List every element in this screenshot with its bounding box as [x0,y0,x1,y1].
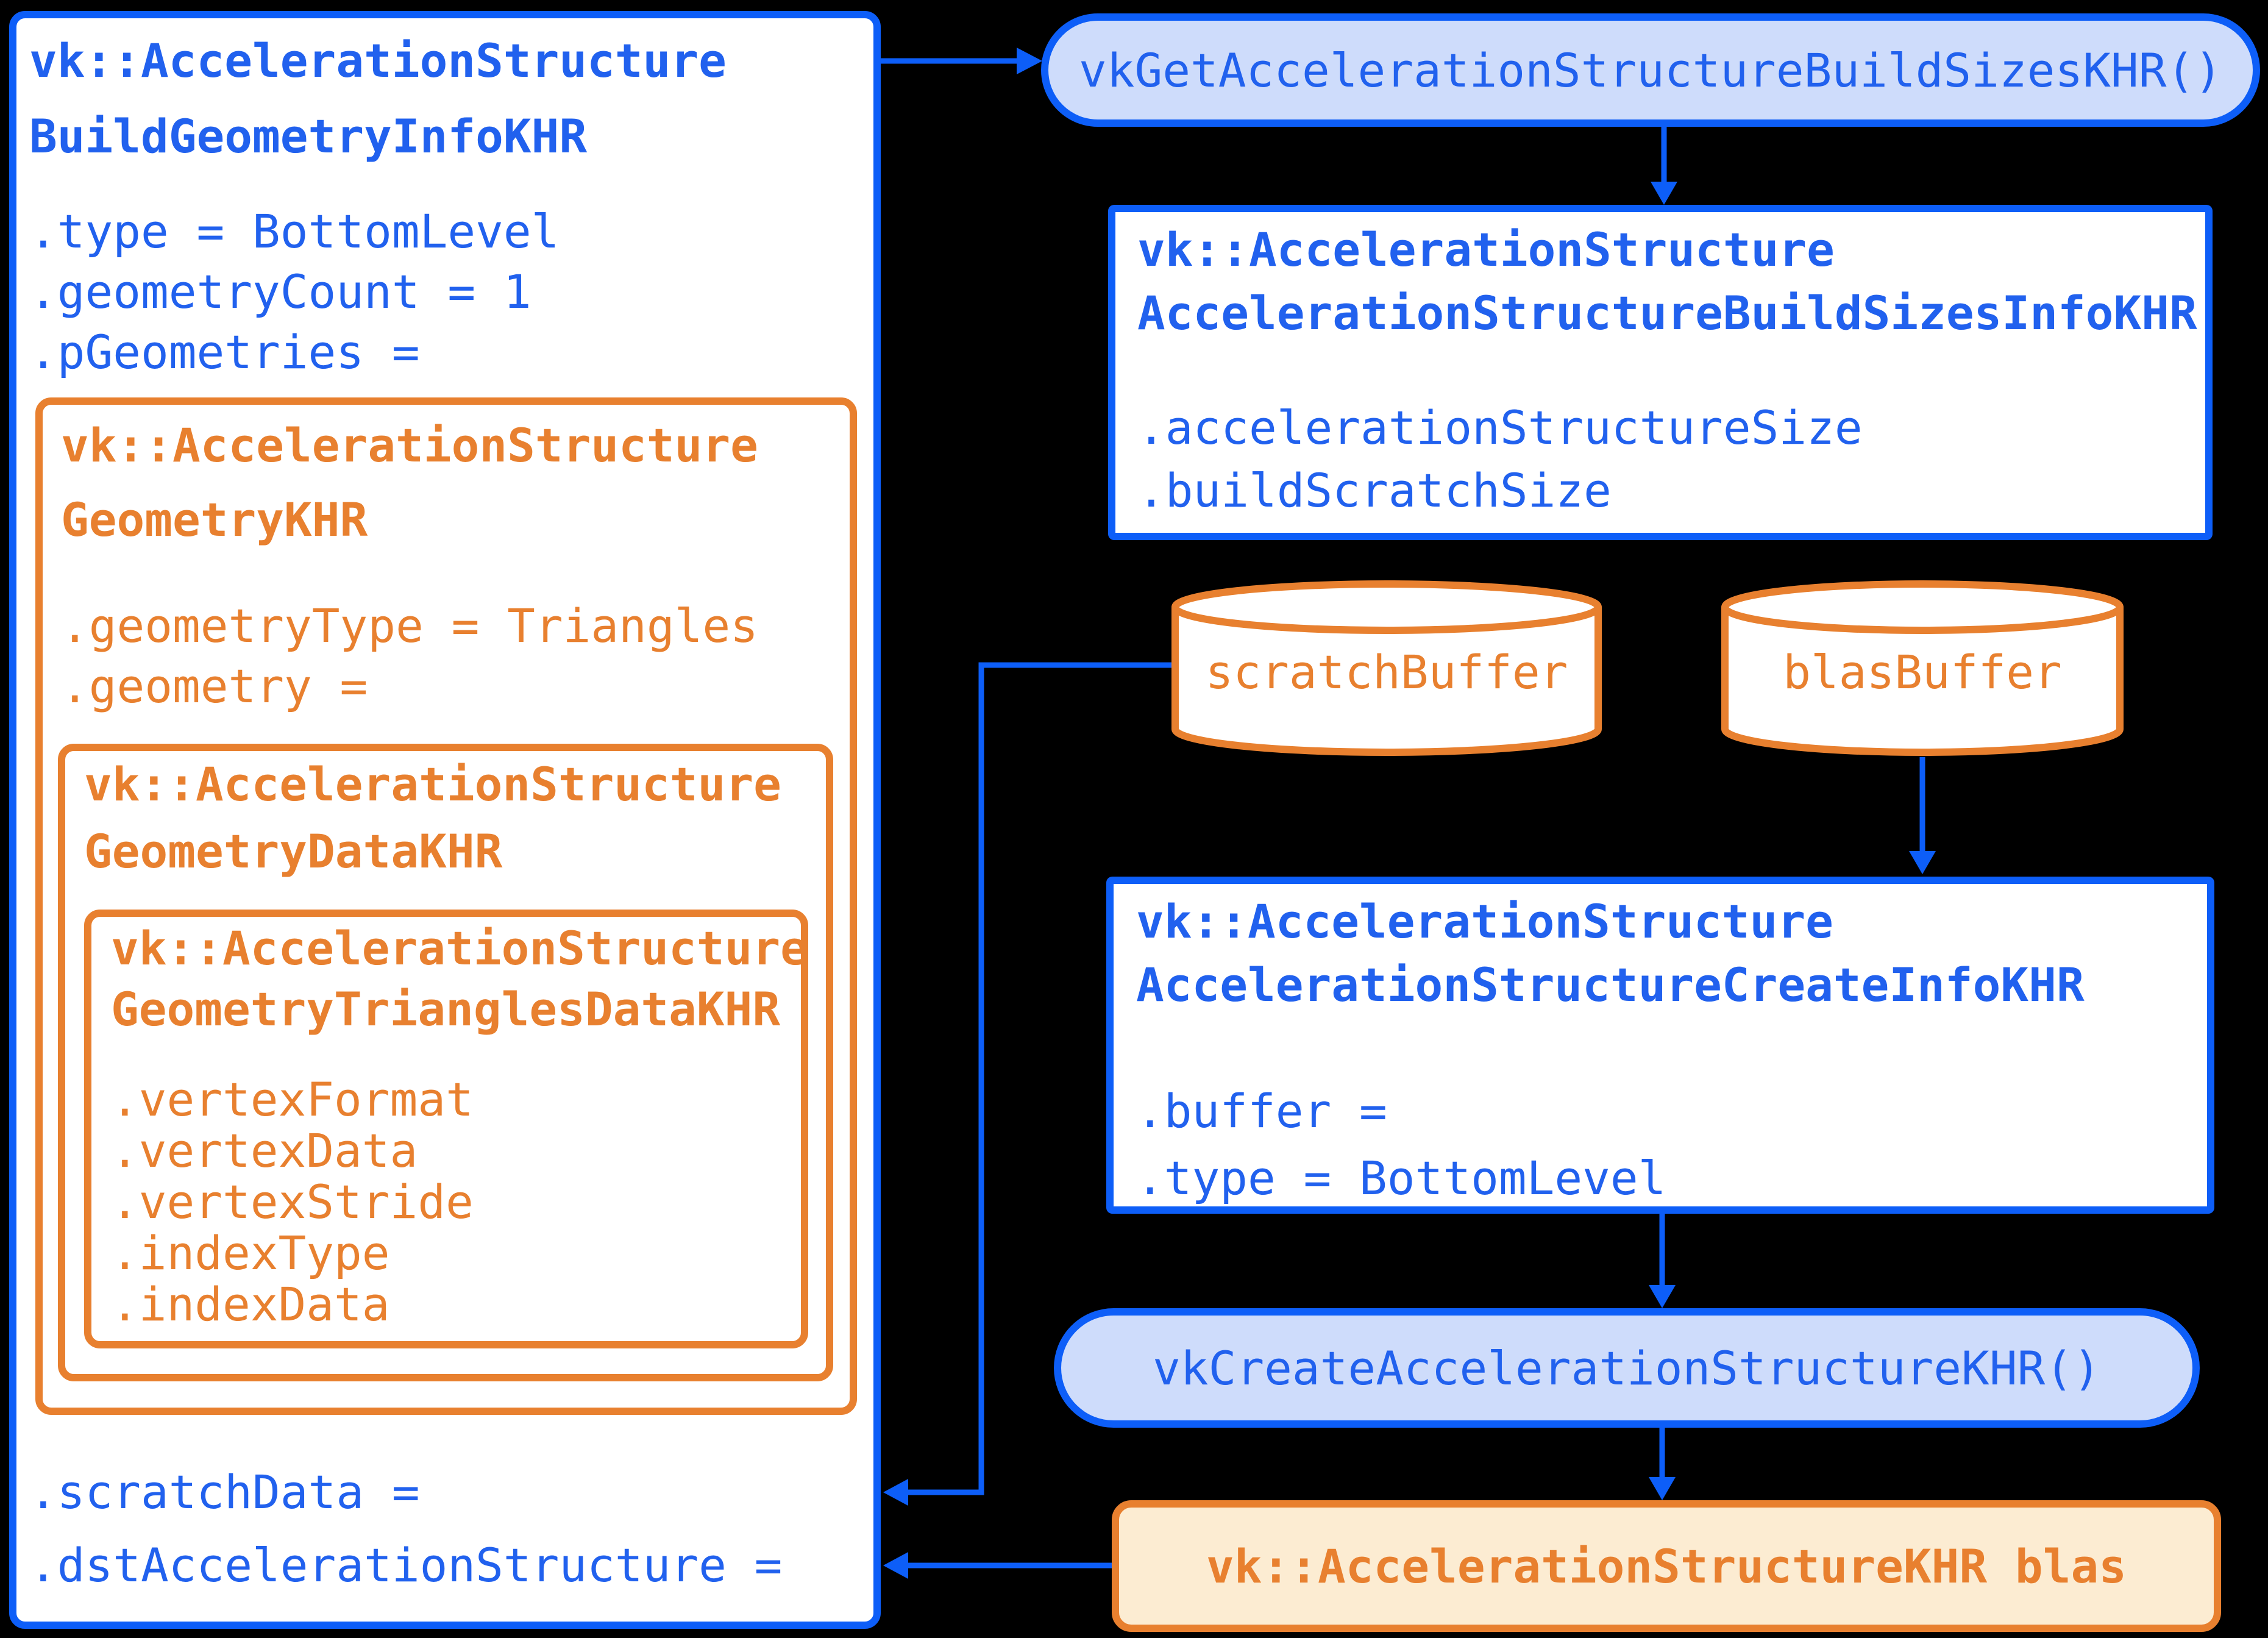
scratch-buffer-cylinder [1171,580,1602,756]
arrowhead-to-get-sizes [1017,48,1042,74]
get-build-sizes-pill: vkGetAccelerationStructureBuildSizesKHR(… [1041,13,2260,127]
field-index-data: .indexData [111,1277,390,1331]
arrowhead-to-dst [883,1552,908,1579]
field-geometry-count: .geometryCount = 1 [29,265,531,319]
triangles-data-box [84,910,808,1348]
field-vertex-data: .vertexData [111,1123,418,1178]
field-index-type: .indexType [111,1226,390,1280]
field-vertex-format: .vertexFormat [111,1072,474,1127]
arrowhead-to-sizes-info [1651,182,1677,205]
build-sizes-info-title: vk::AccelerationStructure AccelerationSt… [1137,223,2197,340]
arrowhead-to-create-pill [1649,1285,1676,1308]
blas-node: vk::AccelerationStructureKHR blas [1112,1500,2221,1632]
field-p-geometries: .pGeometries = [29,325,420,379]
field-create-type: .type = BottomLevel [1136,1151,1666,1205]
get-build-sizes-label: vkGetAccelerationStructureBuildSizesKHR(… [1079,43,2222,98]
field-acceleration-structure-size: .accelerationStructureSize [1137,401,1863,455]
arrowhead-to-blas [1649,1477,1676,1500]
triangles-data-title: vk::AccelerationStructure GeometryTriang… [111,921,808,1036]
create-pill-label: vkCreateAccelerationStructureKHR() [1153,1341,2101,1395]
field-buffer: .buffer = [1136,1084,1387,1138]
field-geometry: .geometry = [61,659,368,713]
field-vertex-stride: .vertexStride [111,1175,474,1229]
arrowhead-to-create-info [1909,851,1936,874]
blas-buffer-cylinder [1721,580,2124,756]
arrowhead-to-scratch-data [883,1479,908,1506]
build-sizes-info-box [1108,205,2213,540]
blas-node-label: vk::AccelerationStructureKHR blas [1206,1539,2127,1593]
blas-buffer-label: blasBuffer [1783,645,2062,699]
field-dst-acceleration-structure: .dstAccelerationStructure = [29,1538,783,1592]
create-info-title: vk::AccelerationStructure AccelerationSt… [1136,894,2085,1012]
geometry-data-title: vk::AccelerationStructure GeometryDataKH… [84,757,781,878]
field-build-scratch-size: .buildScratchSize [1137,463,1612,518]
field-geometry-type: .geometryType = Triangles [61,599,758,653]
field-scratch-data: .scratchData = [29,1465,420,1519]
scratch-buffer-label: scratchBuffer [1205,645,1568,699]
create-pill: vkCreateAccelerationStructureKHR() [1054,1308,2200,1428]
field-type: .type = BottomLevel [29,204,560,258]
build-geometry-info-title: vk::AccelerationStructure BuildGeometryI… [29,34,727,163]
geometry-title: vk::AccelerationStructure GeometryKHR [61,418,758,547]
create-info-box [1106,877,2214,1214]
